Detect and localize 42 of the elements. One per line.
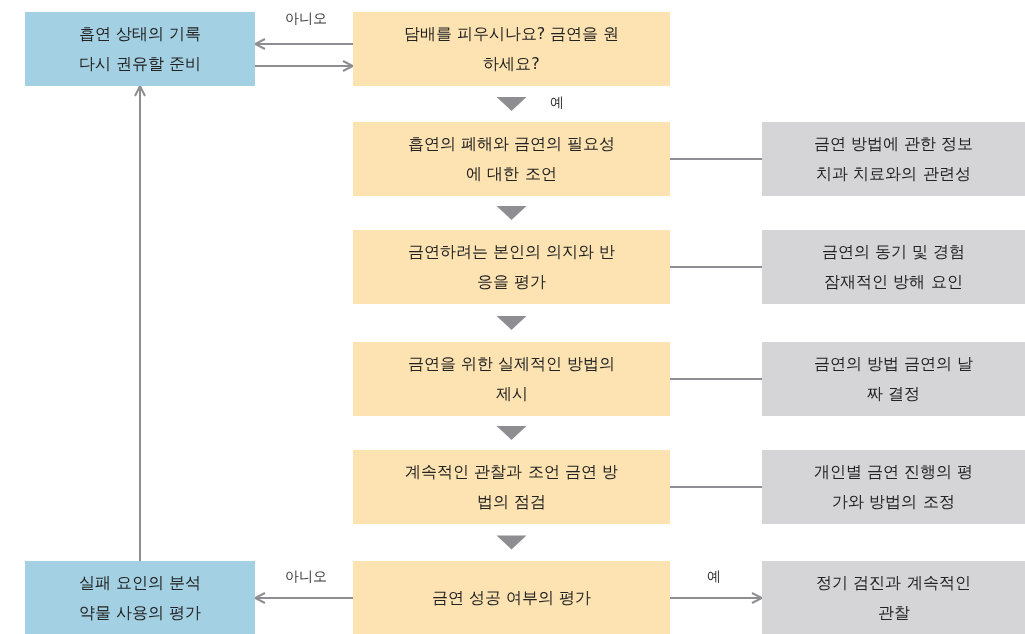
box-text: 금연 성공 여부의 평가 xyxy=(431,586,592,609)
note-box xyxy=(762,450,1025,524)
outcome-box xyxy=(25,12,255,86)
connector-line xyxy=(669,266,763,268)
box-text: 정기 검진과 계속적인 관찰 xyxy=(815,571,972,624)
chevron-arrow xyxy=(496,535,527,550)
connector-line xyxy=(669,486,763,488)
box-text: 실패 요인의 분석 약물 사용의 평가 xyxy=(77,571,203,624)
box-text: 흡연 상태의 기록 다시 권유할 준비 xyxy=(77,23,203,75)
outcome-box xyxy=(25,561,255,634)
chevron-arrow xyxy=(496,97,527,111)
box-text: 금연의 방법 금연의 날짜 결정 xyxy=(812,353,975,405)
note-box xyxy=(762,122,1025,196)
arrow xyxy=(254,592,354,604)
process-box xyxy=(353,450,670,524)
box-text: 금연하려는 본인의 의지와 반응을 평가 xyxy=(406,241,617,293)
box-text: 개인별 금연 진행의 평가와 방법의 조정 xyxy=(812,461,975,513)
box-text: 금연 방법에 관한 정보 치과 치료와의 관련성 xyxy=(812,133,975,185)
note-box xyxy=(762,342,1025,416)
note-box xyxy=(762,561,1025,634)
arrow xyxy=(254,60,354,72)
box-text: 흡연의 폐해와 금연의 필요성에 대한 조언 xyxy=(406,133,617,185)
box-text: 계속적인 관찰과 조언 금연 방법의 점검 xyxy=(404,461,619,513)
arrow xyxy=(669,592,763,604)
edge-label: 아니오 xyxy=(283,568,329,586)
process-box xyxy=(353,230,670,304)
process-box xyxy=(353,342,670,416)
note-box xyxy=(762,230,1025,304)
box-text: 담배를 피우시나요? 금연을 원하세요? xyxy=(403,23,620,75)
process-box xyxy=(353,122,670,196)
chevron-arrow xyxy=(496,206,527,220)
chevron-arrow xyxy=(496,426,527,440)
chevron-arrow xyxy=(496,316,527,330)
edge-label: 아니오 xyxy=(283,10,329,28)
process-box xyxy=(353,561,670,634)
connector-line xyxy=(669,378,763,380)
connector-line xyxy=(669,158,763,160)
box-text: 금연의 동기 및 경험 잠재적인 방해 요인 xyxy=(820,241,967,293)
arrow xyxy=(254,38,354,50)
arrow xyxy=(134,85,146,562)
box-text: 금연을 위한 실제적인 방법의 제시 xyxy=(406,353,617,405)
process-box xyxy=(353,12,670,86)
